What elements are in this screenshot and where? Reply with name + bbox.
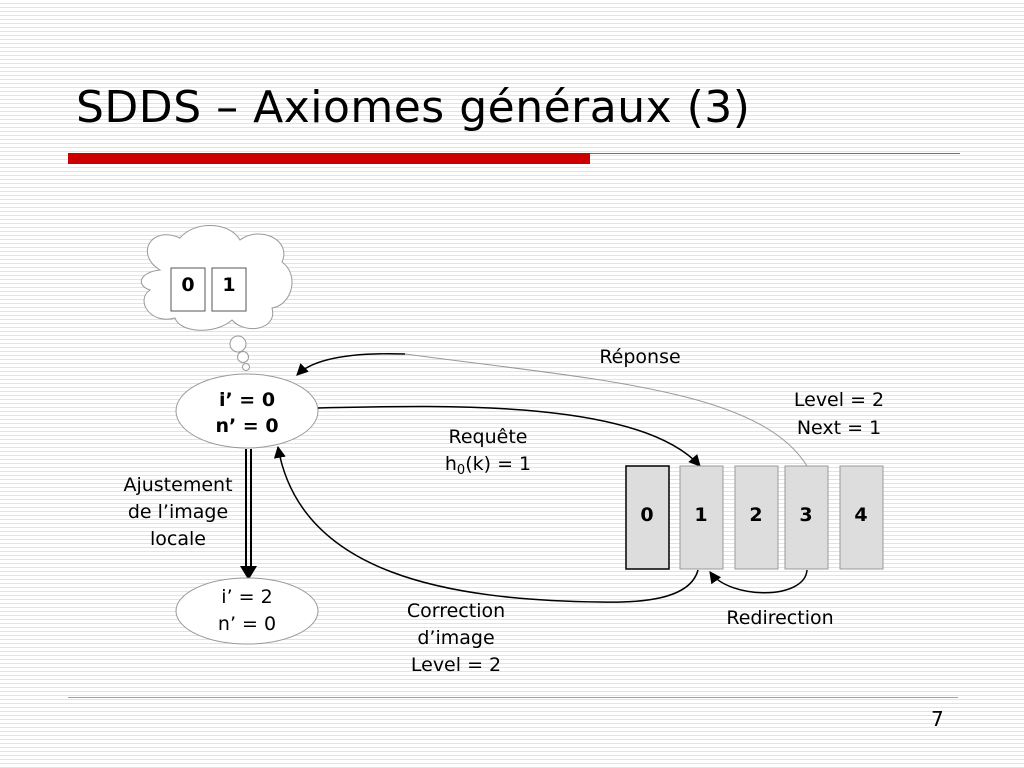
thought-bubble-medium <box>237 351 249 363</box>
cloud-cell-0: 0 <box>170 267 206 312</box>
correction-label-2: d’image <box>417 627 494 649</box>
bucket-4-label: 4 <box>854 504 867 526</box>
adjustment-label-2: de l’image <box>128 501 228 523</box>
new-state-node: i’ = 2 n’ = 0 <box>175 577 319 645</box>
bucket-1-label: 1 <box>694 504 707 526</box>
bucket-2: 2 <box>734 465 779 570</box>
correction-label-3: Level = 2 <box>411 654 501 676</box>
adjustment-label-1: Ajustement <box>123 474 232 496</box>
redirection-arrow <box>709 569 808 594</box>
request-label-2: h0(k) = 1 <box>445 453 531 478</box>
thought-bubble-small <box>242 363 250 371</box>
page-number: 7 <box>931 707 944 731</box>
request-label-1: Requête <box>449 426 528 448</box>
bucket-1: 1 <box>679 465 724 570</box>
cloud-cell-1-label: 1 <box>222 274 235 296</box>
bucket-0-label: 0 <box>640 504 653 526</box>
client-state-line2: n’ = 0 <box>215 415 278 437</box>
server-level-label: Level = 2 <box>794 389 884 411</box>
request-arrow <box>317 405 701 467</box>
correction-arrow <box>273 445 699 603</box>
bucket-4: 4 <box>839 465 884 570</box>
title-underline-bar <box>68 153 590 164</box>
bucket-0: 0 <box>625 465 670 570</box>
adjustment-label-3: locale <box>150 528 206 550</box>
client-state-line1: i’ = 0 <box>219 389 275 411</box>
adjustment-arrow <box>240 449 257 580</box>
request-func: h <box>445 453 457 475</box>
cloud-cell-1: 1 <box>211 267 247 312</box>
request-args: (k) = 1 <box>465 453 531 475</box>
title-underline-line <box>590 153 960 154</box>
request-subscript: 0 <box>457 463 465 478</box>
thought-bubble-large <box>229 335 247 353</box>
bucket-3-label: 3 <box>799 504 812 526</box>
client-state-node: i’ = 0 n’ = 0 <box>175 373 319 449</box>
server-next-label: Next = 1 <box>797 417 881 439</box>
correction-label-1: Correction <box>407 600 505 622</box>
response-line <box>404 353 808 467</box>
footer-divider <box>68 697 958 698</box>
cloud-cell-0-label: 0 <box>181 274 194 296</box>
slide-title: SDDS – Axiomes généraux (3) <box>76 82 751 133</box>
response-label: Réponse <box>599 346 680 368</box>
new-state-line1: i’ = 2 <box>221 586 272 608</box>
response-arrow <box>296 352 406 376</box>
new-state-line2: n’ = 0 <box>218 613 276 635</box>
redirection-label: Redirection <box>726 607 833 629</box>
bucket-2-label: 2 <box>749 504 762 526</box>
bucket-3: 3 <box>784 465 829 570</box>
